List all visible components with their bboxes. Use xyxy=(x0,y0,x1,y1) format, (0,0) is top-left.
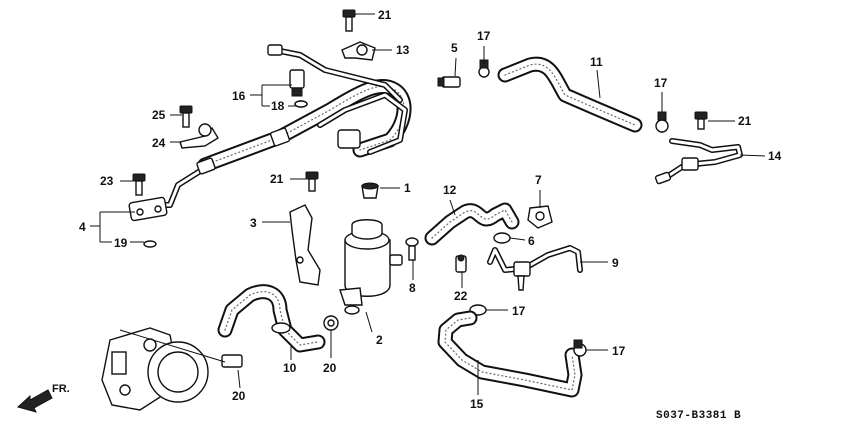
suction-hose-10 xyxy=(217,284,326,353)
return-hose-15 xyxy=(437,310,583,398)
front-direction-label: FR. xyxy=(52,383,70,395)
callout-21-right: 21 xyxy=(738,114,752,128)
callout-18: 18 xyxy=(271,99,285,113)
callout-13: 13 xyxy=(396,43,410,57)
pressure-hose-assembly xyxy=(128,44,412,222)
callout-8: 8 xyxy=(409,281,416,295)
clamp-6 xyxy=(493,232,511,244)
power-steering-pump xyxy=(101,327,209,411)
callout-23: 23 xyxy=(100,174,114,188)
callout-4: 4 xyxy=(79,220,86,234)
pipe-14 xyxy=(654,138,743,185)
callout-17-lower: 17 xyxy=(612,344,626,358)
callout-15: 15 xyxy=(470,397,484,411)
washer-18 xyxy=(294,100,308,108)
callout-9: 9 xyxy=(612,256,619,270)
callout-20-pump: 20 xyxy=(232,389,246,403)
clamp-13 xyxy=(341,41,376,61)
leader-lines xyxy=(90,13,766,395)
diagram-part-code-suffix: B xyxy=(734,410,741,422)
bracket-3 xyxy=(289,204,321,286)
callout-1: 1 xyxy=(404,181,411,195)
return-hose-11 xyxy=(497,56,643,133)
washer-19 xyxy=(143,240,157,248)
bolt-21-right xyxy=(694,111,708,130)
clip-17-lower xyxy=(573,339,587,357)
front-direction-arrow xyxy=(16,389,53,413)
diagram-part-code: S037-B3381 xyxy=(656,410,727,422)
callout-16: 16 xyxy=(232,89,246,103)
clamp-24 xyxy=(179,123,219,149)
callout-17-top: 17 xyxy=(477,29,491,43)
callout-11: 11 xyxy=(590,55,603,69)
callout-22: 22 xyxy=(454,289,468,303)
callout-6: 6 xyxy=(528,234,535,248)
clamp-20-center xyxy=(323,315,339,331)
callout-21-top: 21 xyxy=(378,8,392,22)
callout-17-mid: 17 xyxy=(512,304,526,318)
bolt-21-top xyxy=(342,9,356,32)
callout-2: 2 xyxy=(376,333,383,347)
callout-7: 7 xyxy=(535,173,542,187)
reservoir-tank xyxy=(339,219,403,315)
callout-25: 25 xyxy=(152,108,166,122)
callout-19: 19 xyxy=(114,236,128,250)
hose-12 xyxy=(424,202,520,246)
fitting-22 xyxy=(455,254,467,273)
callout-10: 10 xyxy=(283,361,297,375)
callout-5: 5 xyxy=(451,41,458,55)
bolt-23 xyxy=(132,173,146,196)
callout-17-right: 17 xyxy=(654,76,668,90)
callout-12: 12 xyxy=(443,183,457,197)
callout-21-middle: 21 xyxy=(270,172,284,186)
callout-3: 3 xyxy=(250,216,257,230)
callout-14: 14 xyxy=(768,149,782,163)
bolt-21-middle xyxy=(305,171,319,192)
callout-24: 24 xyxy=(152,136,166,150)
pipe-9 xyxy=(487,245,583,291)
reservoir-cap xyxy=(361,182,379,199)
fitting-5 xyxy=(437,76,461,88)
grommet-7 xyxy=(527,205,553,229)
bolt-8 xyxy=(405,237,419,261)
bolt-25 xyxy=(179,105,193,128)
clamp-20-pump xyxy=(221,354,243,368)
clip-17-right xyxy=(655,111,669,133)
callout-20-center: 20 xyxy=(323,361,337,375)
